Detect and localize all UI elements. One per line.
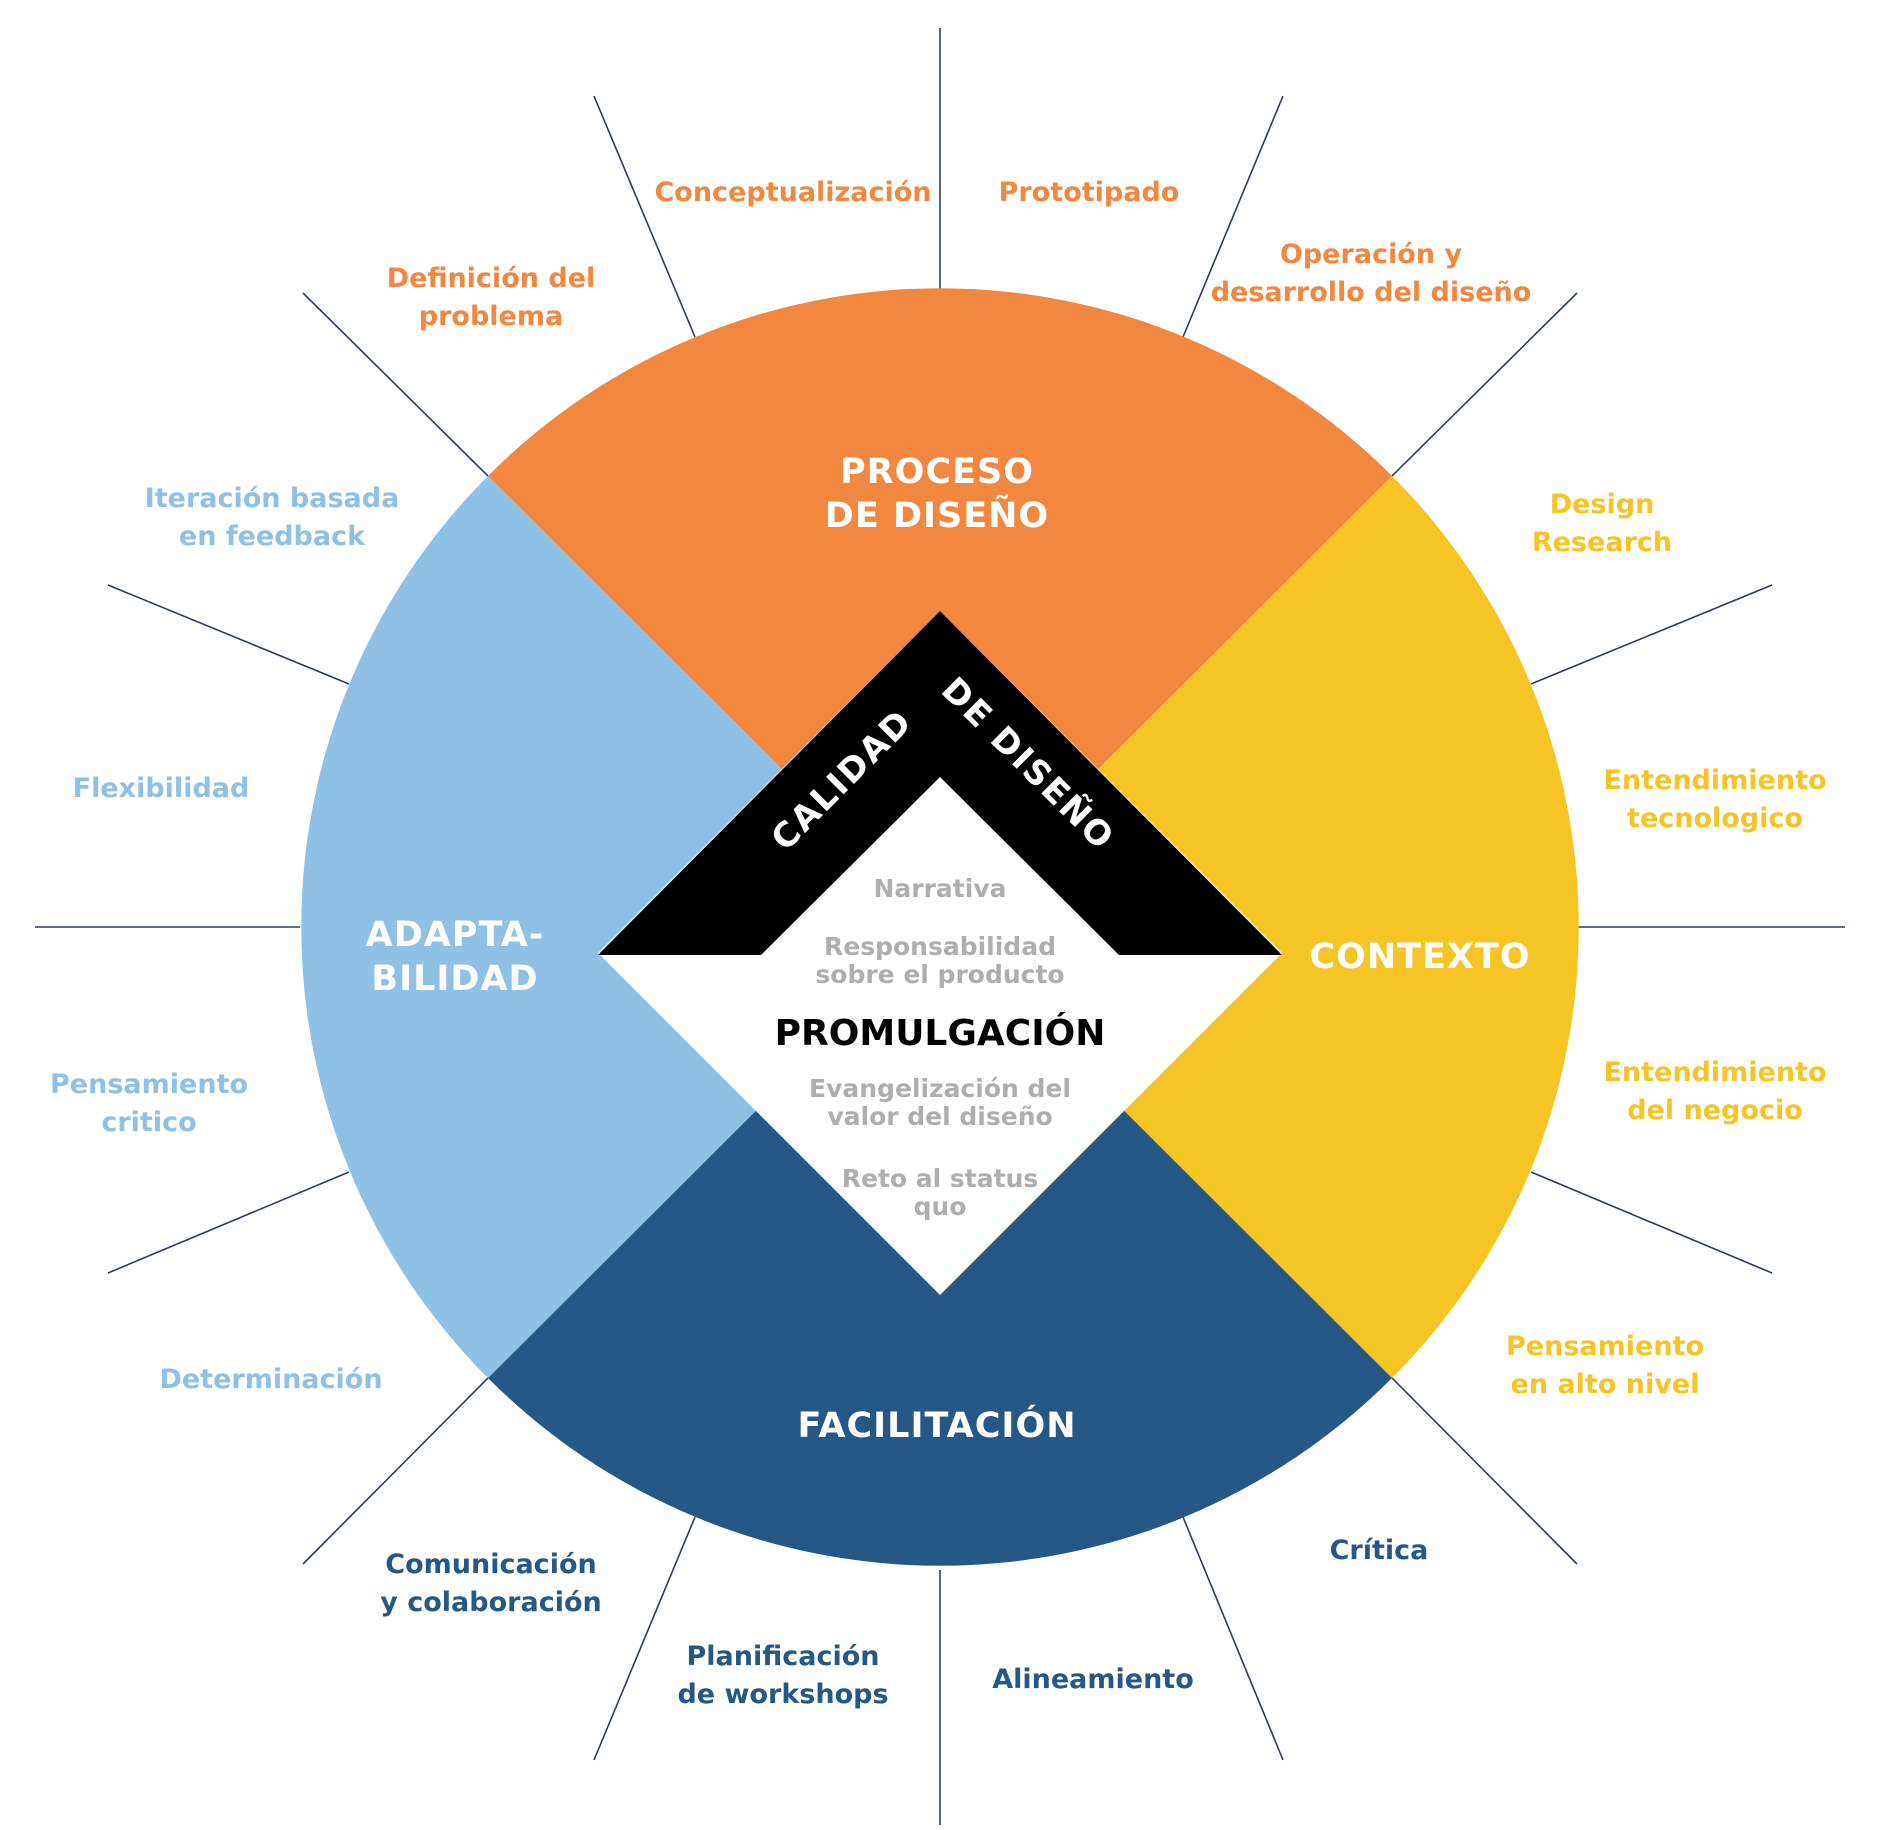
outer-labels-proceso: Conceptualización Prototipado Operación … [387,177,1532,332]
inner-item-reto-line2: quo [914,1192,967,1221]
inner-item-narrativa: Narrativa [873,874,1006,903]
center-text-group: Narrativa Responsabilidad sobre el produ… [775,874,1106,1221]
label-iteracion: Iteración basada [145,483,400,514]
radial-lines [35,28,1845,1825]
radial-line [302,292,489,477]
label-iteracion-line2: en feedback [179,521,366,552]
label-definicion-line2: problema [419,301,563,332]
segment-proceso-de-diseno [488,288,1392,927]
inner-item-reto: Reto al status [842,1164,1039,1193]
label-prototipado: Prototipado [999,177,1180,208]
segment-title-proceso: PROCESO [840,452,1034,492]
inner-item-evangelizacion: Evangelización del [809,1074,1071,1103]
radial-line [1530,584,1773,685]
radial-line [302,1377,489,1565]
label-planificacion-workshops: Planificación [686,1641,879,1672]
segment-title-facilitacion: FACILITACIÓN [797,1404,1076,1446]
segment-title-adaptabilidad: ADAPTA- [366,915,545,955]
segment-contexto [940,476,1579,1378]
label-critica: Crítica [1330,1535,1429,1566]
segment-adaptabilidad [301,476,940,1378]
radial-line [1182,95,1284,338]
label-definicion: Definición del [387,263,596,294]
label-planificacion-workshops-line2: de workshops [677,1679,888,1710]
radial-line [593,95,696,338]
label-operacion: Operación y [1280,239,1463,270]
center-diamond [598,611,1282,1295]
label-pensamiento-critico-line2: critico [101,1107,196,1138]
label-design-research-line2: Research [1532,527,1672,558]
label-pensamiento-critico: Pensamiento [50,1069,248,1100]
label-alineamiento: Alineamiento [992,1664,1194,1695]
label-determinacion: Determinación [159,1364,382,1395]
outer-labels-contexto: Design Research Entendimiento tecnologic… [1506,489,1827,1400]
outer-labels-adaptabilidad: Determinación Pensamiento critico Flexib… [50,483,399,1395]
label-operacion-line2: desarrollo del diseño [1211,277,1532,308]
label-entendimiento-tecnologico: Entendimiento [1603,765,1826,796]
radial-line [1391,1377,1578,1565]
segment-title-adaptabilidad-line2: BILIDAD [371,959,538,999]
label-pensamiento-alto-nivel: Pensamiento [1506,1331,1704,1362]
inner-item-evangelizacion-line2: valor del diseño [827,1102,1052,1131]
segment-titles: PROCESO DE DISEÑO CONTEXTO FACILITACIÓN … [366,452,1530,1446]
label-entendimiento-negocio-line2: del negocio [1627,1095,1803,1126]
label-flexibilidad: Flexibilidad [73,773,250,804]
radial-line [1530,1171,1773,1274]
label-pensamiento-alto-nivel-line2: en alto nivel [1511,1369,1700,1400]
inner-item-responsabilidad-line2: sobre el producto [815,960,1064,989]
label-entendimiento-negocio: Entendimiento [1603,1057,1826,1088]
center-title: PROMULGACIÓN [775,1012,1106,1054]
calidad-chevron-band [598,611,1282,955]
radial-line [1391,292,1578,477]
label-comunicacion: Comunicación [385,1549,596,1580]
radial-line [107,1171,350,1274]
segment-title-proceso-line2: DE DISEÑO [825,494,1049,536]
radial-line [1182,1516,1284,1761]
outer-labels-facilitacion: Crítica Alineamiento Planificación de wo… [380,1535,1428,1710]
radial-line [107,584,350,685]
inner-item-responsabilidad: Responsabilidad [824,932,1056,961]
label-conceptualizacion: Conceptualización [654,177,931,208]
label-entendimiento-tecnologico-line2: tecnologico [1627,803,1803,834]
segment-title-contexto: CONTEXTO [1309,937,1530,977]
radial-line [593,1516,696,1761]
label-design-research: Design [1550,489,1655,520]
label-comunicacion-line2: y colaboración [380,1587,601,1618]
